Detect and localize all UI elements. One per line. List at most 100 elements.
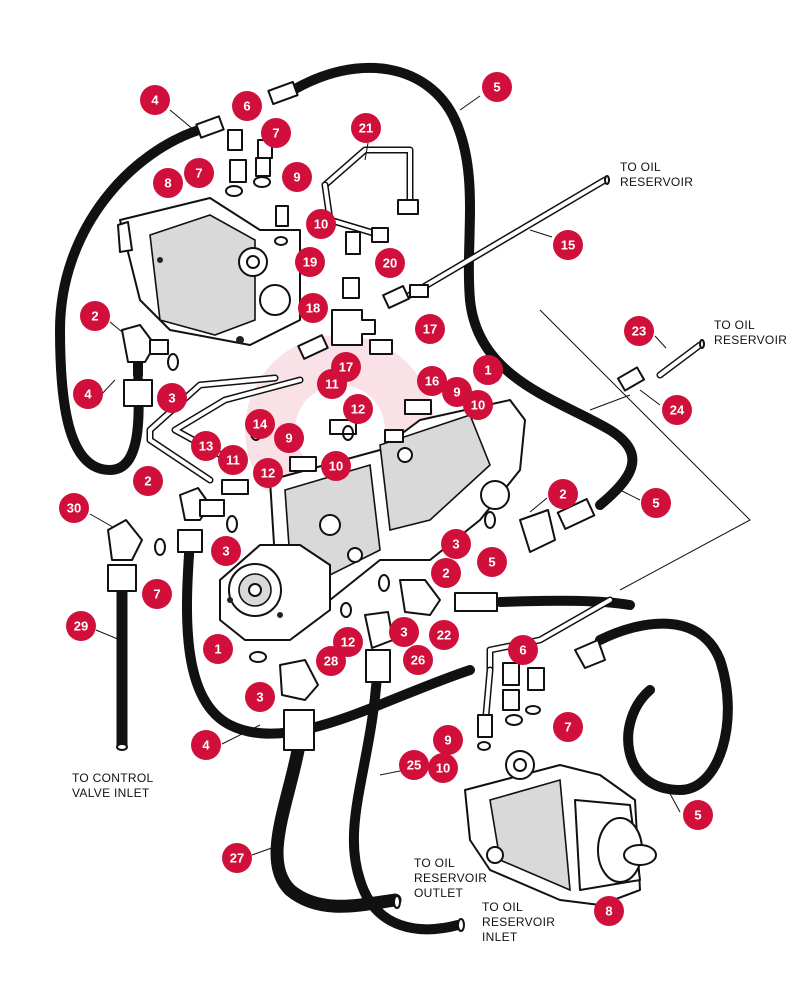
- callout-25: 25: [399, 750, 429, 780]
- callout-circle: [477, 547, 507, 577]
- callout-circle: [153, 168, 183, 198]
- callout-circle: [399, 750, 429, 780]
- callout-number: 4: [202, 738, 210, 753]
- callout-circle: [683, 800, 713, 830]
- callout-number: 5: [694, 808, 701, 823]
- o-rings: [154, 176, 541, 751]
- callout-27: 27: [222, 843, 252, 873]
- callout-number: 7: [272, 126, 279, 141]
- callout-21: 21: [351, 113, 381, 143]
- callout-number: 8: [605, 904, 612, 919]
- callout-9: 9: [282, 162, 312, 192]
- callout-number: 1: [484, 363, 491, 378]
- callout-8: 8: [594, 896, 624, 926]
- callout-number: 10: [329, 459, 343, 474]
- callout-29: 29: [66, 611, 96, 641]
- callout-2: 2: [133, 466, 163, 496]
- callout-number: 4: [84, 387, 92, 402]
- callout-circle: [351, 113, 381, 143]
- hoses: [55, 62, 733, 935]
- callout-number: 6: [243, 99, 250, 114]
- callout-circle: [389, 617, 419, 647]
- callout-circle: [274, 423, 304, 453]
- label-line: OUTLET: [414, 886, 464, 900]
- callout-circle: [662, 395, 692, 425]
- callout-circle: [403, 645, 433, 675]
- callout-circle: [211, 536, 241, 566]
- callout-circle: [431, 558, 461, 588]
- callout-24: 24: [662, 395, 692, 425]
- callout-circle: [317, 369, 347, 399]
- callout-number: 9: [285, 431, 292, 446]
- callout-circle: [433, 725, 463, 755]
- callout-6: 6: [508, 635, 538, 665]
- callout-20: 20: [375, 248, 405, 278]
- callout-circle: [343, 394, 373, 424]
- callout-circle: [191, 730, 221, 760]
- callout-number: 5: [488, 555, 495, 570]
- callout-17: 17: [415, 314, 445, 344]
- callout-circle: [295, 247, 325, 277]
- callout-circle: [594, 896, 624, 926]
- callout-13: 13: [191, 431, 221, 461]
- label-line: VALVE INLET: [72, 786, 150, 800]
- hose-5-middle: [495, 595, 635, 610]
- callout-6: 6: [232, 91, 262, 121]
- callout-circle: [261, 118, 291, 148]
- callout-number: 3: [168, 391, 175, 406]
- callout-number: 12: [351, 402, 365, 417]
- callout-7: 7: [261, 118, 291, 148]
- callout-22: 22: [429, 620, 459, 650]
- callout-5: 5: [477, 547, 507, 577]
- callout-circle: [428, 753, 458, 783]
- callout-number: 15: [561, 238, 575, 253]
- callout-circle: [441, 529, 471, 559]
- callout-10: 10: [321, 451, 351, 481]
- hose-5-top: [285, 62, 638, 510]
- callout-number: 7: [195, 166, 202, 181]
- label-line: TO CONTROL: [72, 771, 153, 785]
- callout-number: 3: [222, 544, 229, 559]
- callout-30: 30: [59, 493, 89, 523]
- callout-circle: [417, 366, 447, 396]
- callout-circle: [306, 209, 336, 239]
- callout-circle: [245, 682, 275, 712]
- callout-12: 12: [343, 394, 373, 424]
- callout-circle: [203, 634, 233, 664]
- callout-circle: [218, 445, 248, 475]
- callout-number: 13: [199, 439, 213, 454]
- callout-3: 3: [211, 536, 241, 566]
- callout-3: 3: [157, 383, 187, 413]
- callout-circle: [316, 646, 346, 676]
- callout-circle: [140, 85, 170, 115]
- callout-4: 4: [140, 85, 170, 115]
- callout-7: 7: [553, 712, 583, 742]
- callout-number: 2: [559, 487, 566, 502]
- motor-lower: [464, 750, 657, 906]
- callout-number: 16: [425, 374, 439, 389]
- callout-28: 28: [316, 646, 346, 676]
- callout-circle: [298, 293, 328, 323]
- callout-4: 4: [73, 379, 103, 409]
- callout-26: 26: [403, 645, 433, 675]
- callout-2: 2: [548, 479, 578, 509]
- callout-number: 5: [493, 80, 500, 95]
- callout-circle: [624, 316, 654, 346]
- callout-number: 1: [214, 642, 221, 657]
- callout-number: 7: [153, 587, 160, 602]
- callout-number: 19: [303, 255, 317, 270]
- callout-number: 14: [253, 417, 268, 432]
- callout-number: 3: [400, 625, 407, 640]
- callout-circle: [59, 493, 89, 523]
- hose-ends: [116, 175, 705, 932]
- callout-14: 14: [245, 409, 275, 439]
- callout-number: 29: [74, 619, 88, 634]
- callout-number: 2: [144, 474, 151, 489]
- callout-number: 21: [359, 121, 373, 136]
- callout-8: 8: [153, 168, 183, 198]
- callout-3: 3: [389, 617, 419, 647]
- callout-7: 7: [142, 579, 172, 609]
- callout-number: 5: [652, 496, 659, 511]
- callout-number: 26: [411, 653, 425, 668]
- callout-number: 12: [341, 635, 355, 650]
